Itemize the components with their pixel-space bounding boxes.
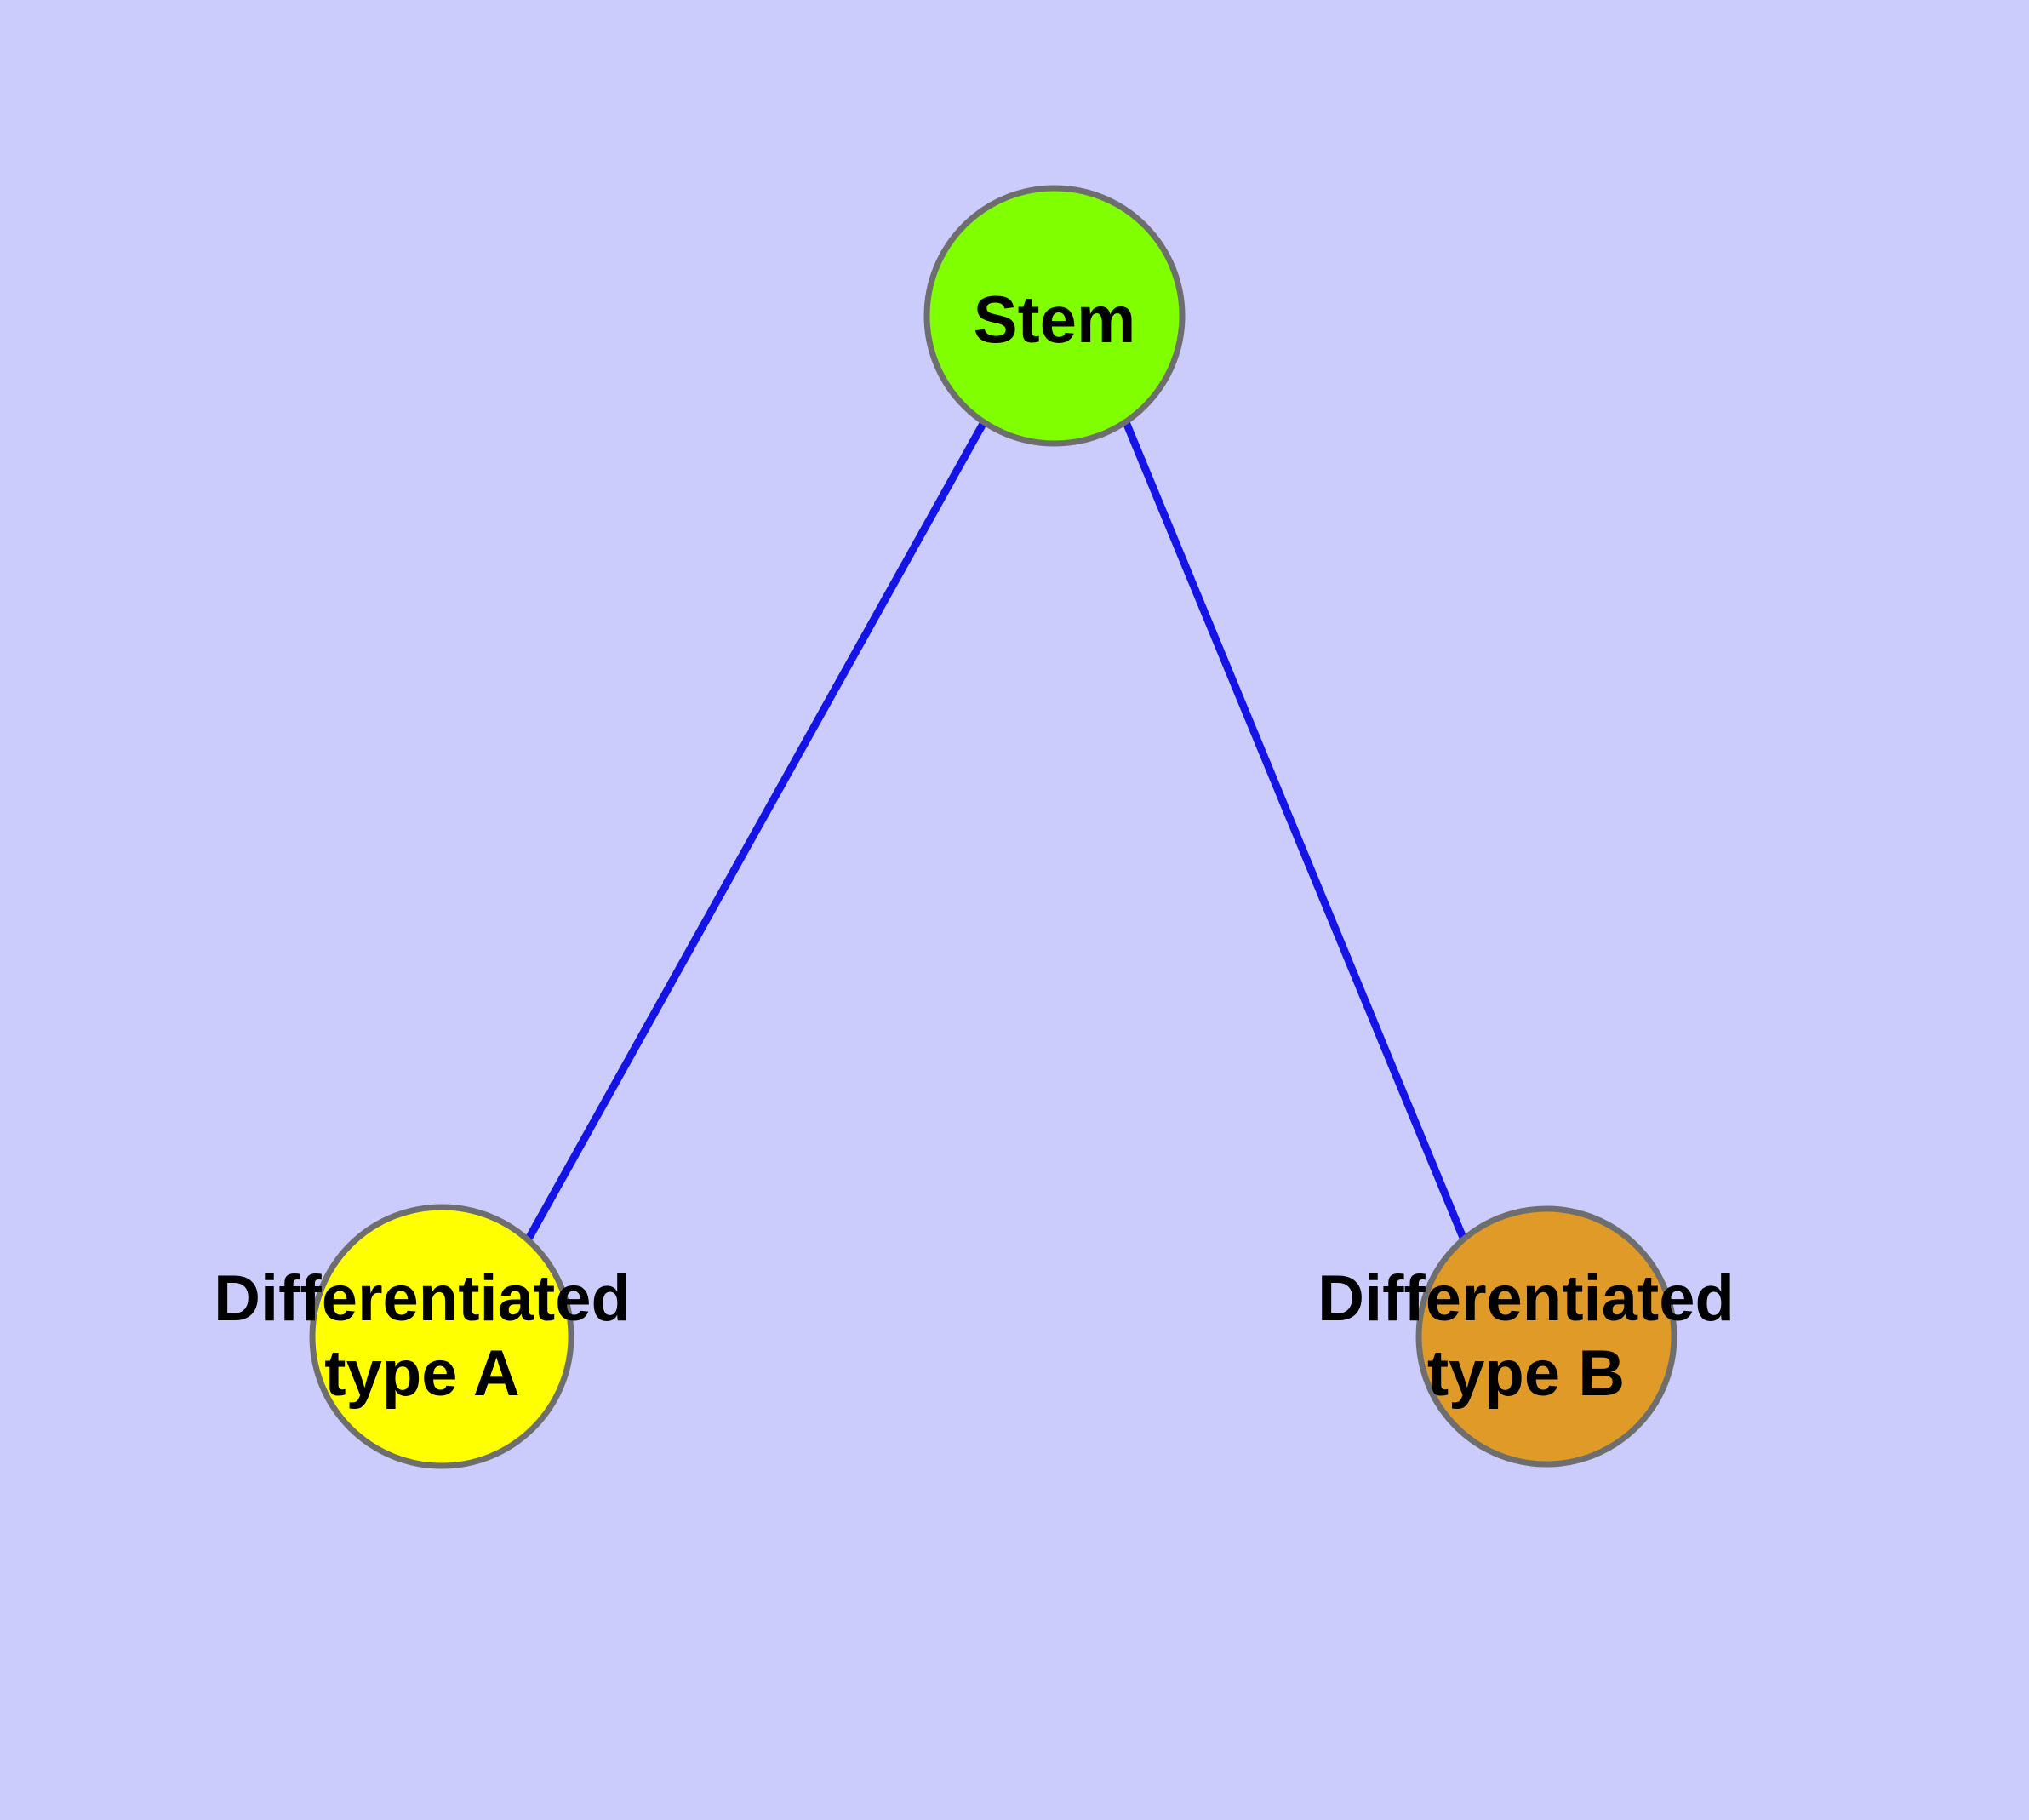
edges-layer xyxy=(520,420,1472,1251)
node-circle-stem[interactable] xyxy=(923,185,1186,447)
nodes-layer xyxy=(309,185,1677,1469)
edge-stem-to-diff-a[interactable] xyxy=(520,420,987,1251)
node-circle-diff-b[interactable] xyxy=(1415,1205,1677,1468)
edge-stem-to-diff-b[interactable] xyxy=(1122,421,1472,1250)
node-circle-diff-a[interactable] xyxy=(309,1204,574,1469)
